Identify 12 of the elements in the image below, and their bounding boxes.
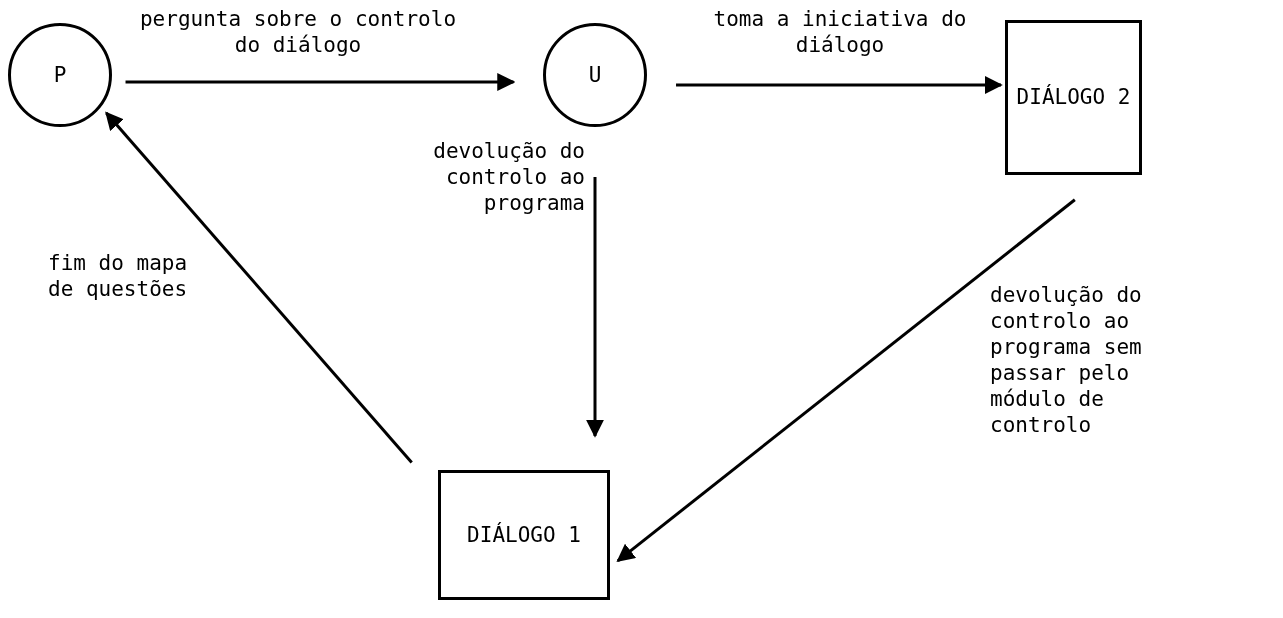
dialog-box: DIÁLOGO 2: [1005, 20, 1142, 175]
edge-label: toma a iniciativa do diálogo: [712, 6, 968, 58]
arrow: [586, 177, 604, 438]
arrow: [105, 111, 413, 464]
edge-label: fim do mapa de questões: [48, 250, 189, 302]
edge-label: devolução do controlo ao programa: [432, 138, 585, 216]
edge-label: pergunta sobre o controlo do diálogo: [138, 6, 458, 58]
arrow: [616, 198, 1076, 563]
edge-label: devolução do controlo ao programa sem passar pelo módulo de controlo: [990, 282, 1143, 438]
arrow: [676, 76, 1003, 94]
dialog-box: DIÁLOGO 1: [438, 470, 610, 600]
arrow: [125, 73, 516, 91]
